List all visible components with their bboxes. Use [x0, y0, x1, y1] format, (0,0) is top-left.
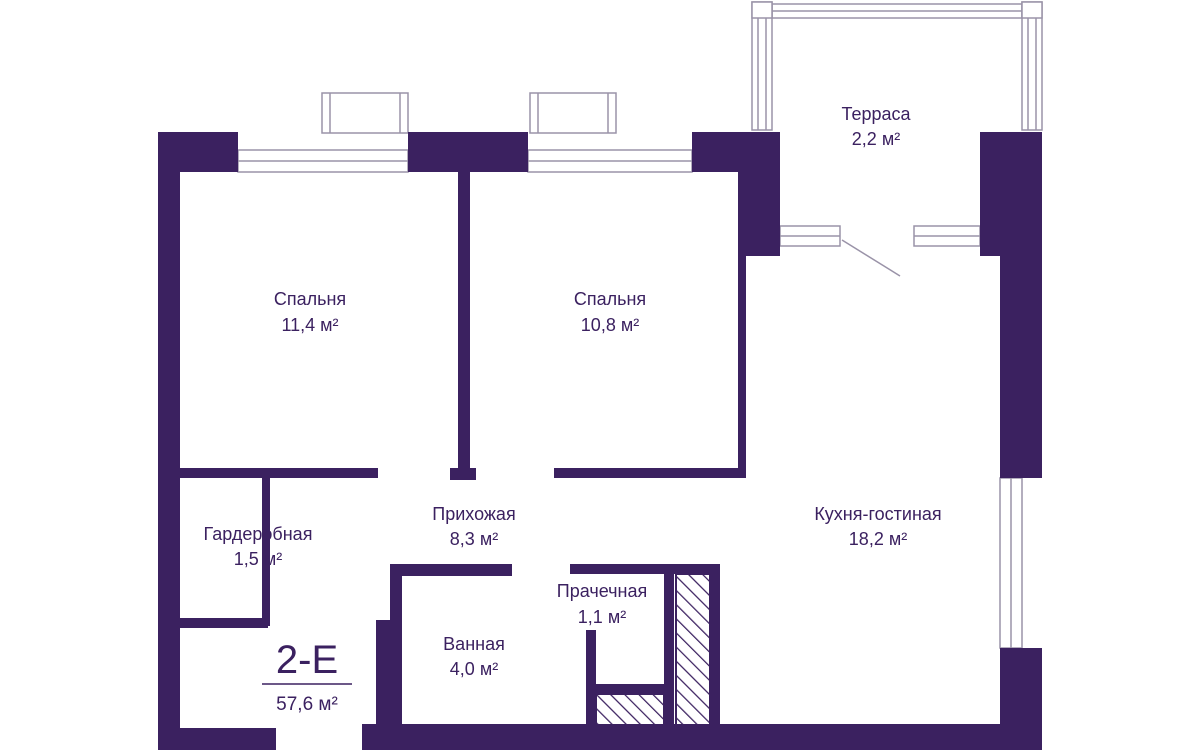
window-bays	[321, 92, 617, 134]
terrace-frame	[751, 1, 1043, 131]
room-area-laundry: 1,1 м²	[578, 607, 626, 627]
room-area-bedroom1: 11,4 м²	[281, 315, 338, 335]
room-area-bathroom: 4,0 м²	[450, 659, 498, 679]
room-labels: Терраса 2,2 м² Спальня 11,4 м² Спальня 1…	[204, 104, 942, 679]
shaft-small	[595, 693, 665, 727]
room-area-hallway: 8,3 м²	[450, 529, 498, 549]
room-area-bedroom2: 10,8 м²	[581, 315, 639, 335]
room-name-kitchen: Кухня-гостиная	[814, 504, 941, 524]
bay-window-bedroom2	[529, 92, 617, 134]
shaft-vertical	[675, 573, 711, 727]
room-name-bedroom1: Спальня	[274, 289, 346, 309]
bay-window-bedroom1	[321, 92, 409, 134]
room-name-wardrobe: Гардеробная	[204, 524, 313, 544]
room-name-hallway: Прихожая	[432, 504, 515, 524]
room-name-laundry: Прачечная	[557, 581, 647, 601]
room-area-wardrobe: 1,5 м²	[234, 549, 282, 569]
room-name-bathroom: Ванная	[443, 634, 505, 654]
room-name-bedroom2: Спальня	[574, 289, 646, 309]
door-swing	[841, 239, 901, 277]
room-area-kitchen: 18,2 м²	[849, 529, 907, 549]
apartment-code: 2-E	[276, 638, 338, 682]
shafts	[595, 573, 711, 727]
walls	[158, 132, 1042, 750]
room-area-terrace: 2,2 м²	[852, 129, 900, 149]
wall-windows	[237, 149, 1023, 649]
room-name-terrace: Терраса	[841, 104, 911, 124]
apartment-total-area: 57,6 м²	[276, 694, 338, 715]
apartment-label: 2-E 57,6 м²	[262, 638, 352, 715]
